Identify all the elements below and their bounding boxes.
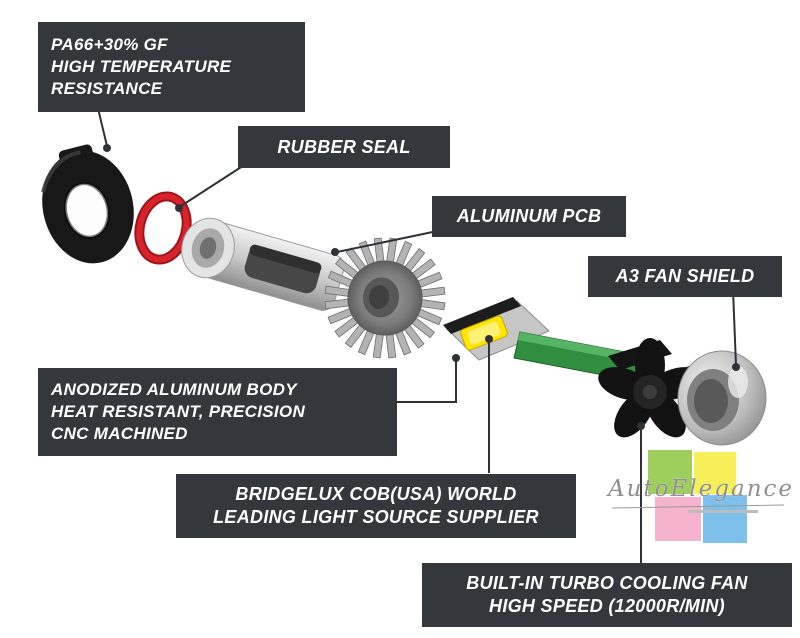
label-line: ALUMINUM PCB	[456, 206, 602, 226]
label-line: A3 FAN SHIELD	[615, 266, 755, 286]
label-line: HEAT RESISTANT, PRECISION	[51, 402, 306, 421]
bulb-body-part	[181, 217, 345, 311]
label-line: LEADING LIGHT SOURCE SUPPLIER	[213, 507, 539, 527]
label-line: RESISTANCE	[51, 79, 163, 98]
watermark-tagline	[688, 510, 758, 513]
connector-dots	[103, 144, 740, 430]
watermark-blue-square	[703, 495, 747, 543]
fan-shield-part	[677, 350, 767, 446]
label-rubber-seal: RUBBER SEAL	[238, 126, 450, 168]
label-line: HIGH SPEED (12000R/MIN)	[489, 596, 725, 616]
label-light-source: BRIDGELUX COB(USA) WORLD LEADING LIGHT S…	[176, 474, 576, 538]
label-line: BRIDGELUX COB(USA) WORLD	[235, 484, 517, 504]
watermark-yellow-square	[694, 452, 736, 494]
label-pa66-adapter: PA66+30% GF HIGH TEMPERATURE RESISTANCE	[38, 22, 305, 112]
label-line: BUILT-IN TURBO COOLING FAN	[466, 573, 748, 593]
label-cooling-fan: BUILT-IN TURBO COOLING FAN HIGH SPEED (1…	[422, 563, 792, 627]
led-chip-mount-part	[443, 297, 550, 361]
led-chip	[460, 315, 508, 351]
rubber-seal-part	[134, 191, 192, 265]
label-line: PA66+30% GF	[51, 35, 168, 54]
label-fan-shield: A3 FAN SHIELD	[588, 256, 782, 297]
label-aluminum-pcb: ALUMINUM PCB	[432, 196, 626, 237]
label-line: HIGH TEMPERATURE	[51, 57, 232, 76]
watermark-pink-square	[655, 497, 701, 541]
plastic-adapter-part	[41, 144, 134, 264]
label-line: RUBBER SEAL	[277, 136, 411, 157]
heatsink-part	[324, 237, 446, 359]
label-line: CNC MACHINED	[51, 424, 188, 443]
label-aluminum-body: ANODIZED ALUMINUM BODY HEAT RESISTANT, P…	[38, 368, 397, 456]
label-line: ANODIZED ALUMINUM BODY	[51, 380, 297, 399]
watermark-green-square	[648, 450, 692, 494]
cooling-fan-part	[598, 338, 702, 438]
watermark-brand: AutoElegance	[608, 476, 795, 502]
